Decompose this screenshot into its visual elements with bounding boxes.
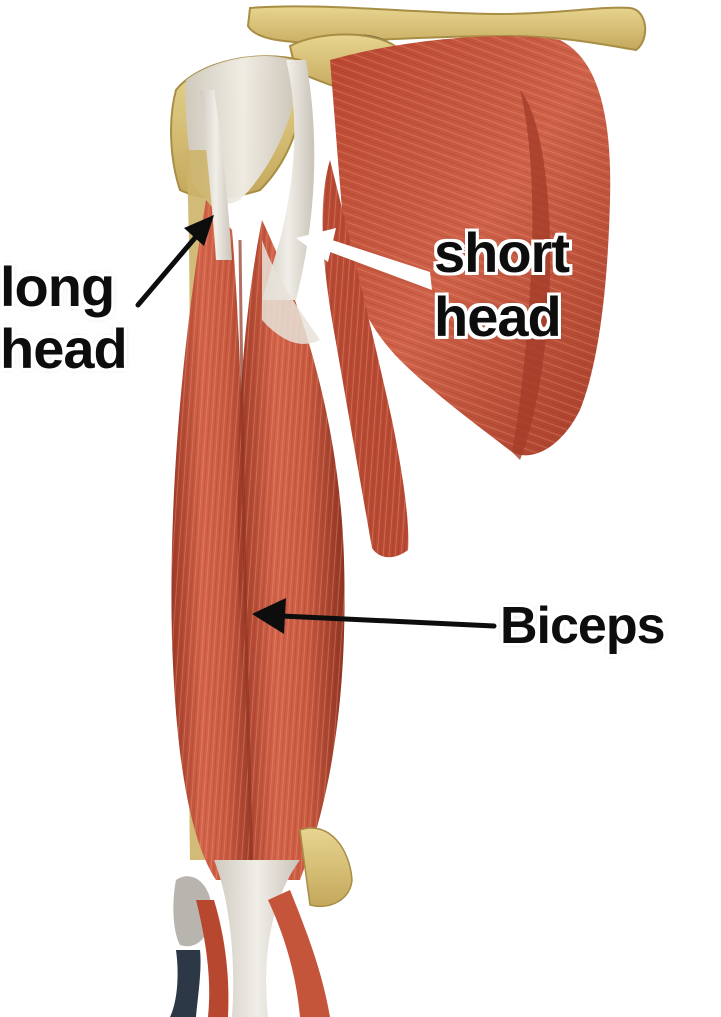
long-head-tendon	[200, 90, 232, 260]
ulna	[170, 950, 201, 1017]
biceps-arrow	[252, 598, 497, 634]
short-head-label-line-2: head	[434, 285, 562, 348]
long-head-label-line-2: head	[0, 317, 128, 380]
long-head-arrow	[135, 215, 214, 308]
forearm-muscle-left	[196, 900, 229, 1017]
forearm-muscle-right	[268, 890, 330, 1017]
elbow-bone-medial	[173, 876, 212, 947]
pectoral-fold	[512, 90, 551, 460]
elbow-bone-lateral	[299, 827, 353, 907]
long-head-label: long head	[0, 255, 128, 380]
biceps-label: Biceps	[500, 597, 666, 655]
short-head-label-line-1: short	[434, 221, 570, 284]
short-head-label: short head	[434, 221, 570, 349]
long-head-label-line-1: long	[0, 255, 115, 318]
short-head-arrow	[296, 228, 432, 290]
